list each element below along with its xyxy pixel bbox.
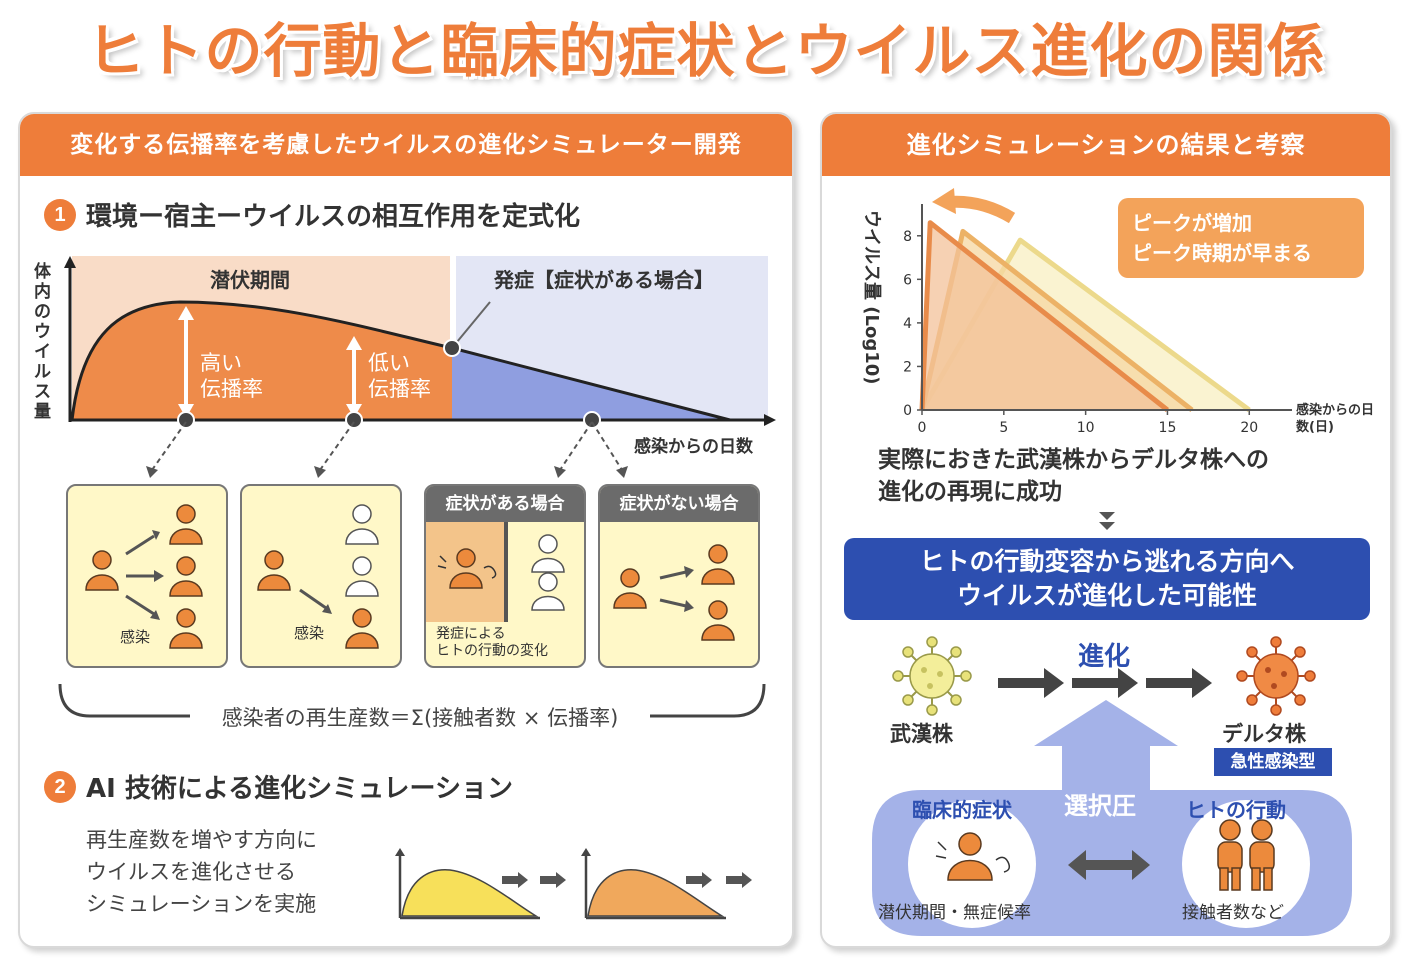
box1-label: 感染 xyxy=(120,628,151,646)
simulation-mini-charts xyxy=(395,848,752,920)
high-rate-label: 高い 伝播率 xyxy=(200,351,263,401)
box4-illustration xyxy=(613,544,735,641)
section-1-number: 1 xyxy=(44,198,76,231)
chart-series-group xyxy=(919,220,1251,413)
selection-label: 選択圧 xyxy=(1064,792,1136,820)
left-panel-header: 変化する伝播率を考慮したウイルスの進化シミュレーター開発 xyxy=(20,114,792,176)
incubation-area xyxy=(72,302,452,420)
onset-point xyxy=(443,339,461,357)
behavior-sublabel: 接触者数など xyxy=(1182,903,1284,923)
simulation-description: 再生産数を増やす方向に ウイルスを進化させる シミュレーションを実施 xyxy=(86,828,317,916)
chart-ylabel: ウイルス量 (Log10) xyxy=(861,210,882,385)
point-low xyxy=(345,411,363,429)
viral-load-curve xyxy=(70,300,731,422)
x-tick-label: 20 xyxy=(1240,420,1258,436)
chart-xlabel: 感染からの日数(日) xyxy=(1296,403,1375,435)
y-tick-label: 4 xyxy=(903,316,912,332)
x-tick-label: 5 xyxy=(999,420,1008,436)
box3-header: 症状がある場合 xyxy=(426,486,584,522)
mini-chart-2-area xyxy=(587,869,725,917)
diagram-ylabel: 体内のウイルス量 xyxy=(34,262,51,422)
formula-bracket xyxy=(58,683,766,718)
right-panel-header: 進化シミュレーションの結果と考察 xyxy=(822,114,1390,176)
chart-callout: ピークが増加 ピーク時期が早まる xyxy=(1118,198,1364,278)
chart-axes xyxy=(921,204,1292,411)
incubation-label: 潜伏期間 xyxy=(210,268,290,292)
x-tick-label: 0 xyxy=(918,420,927,436)
main-title: ヒトの行動と臨床的症状とウイルス進化の関係 xyxy=(86,17,1326,85)
down-arrow-icon xyxy=(1099,512,1115,530)
interaction-arrow-icon xyxy=(1068,850,1150,880)
wuhan-label: 武漢株 xyxy=(890,722,953,746)
scenario-box-high: 感染 xyxy=(66,484,228,668)
left-panel: 変化する伝播率を考慮したウイルスの進化シミュレーター開発 1 環境ー宿主ーウイル… xyxy=(18,112,794,948)
box2-illustration xyxy=(257,504,379,649)
point-onset-day xyxy=(583,411,601,429)
point-high xyxy=(177,411,195,429)
scenario-box-low: 感染 xyxy=(240,484,402,668)
section-2-number: 2 xyxy=(44,770,76,803)
box2-label: 感染 xyxy=(294,624,325,642)
contact-people-icon xyxy=(1217,819,1275,891)
box3-caption: 発症による ヒトの行動の変化 xyxy=(436,626,548,659)
behavior-label: ヒトの行動 xyxy=(1186,798,1286,822)
series-1-line xyxy=(919,220,1170,412)
box4-header: 症状がない場合 xyxy=(600,486,758,522)
delta-tag: 急性感染型 xyxy=(1214,748,1332,776)
chart-ticks: 0 5 10 15 20 0 2 4 6 8 xyxy=(903,229,1258,436)
section-1-text: 環境ー宿主ーウイルスの相互作用を定式化 xyxy=(86,202,581,232)
section-2-title: 2 AI 技術による進化シミュレーション xyxy=(44,768,513,805)
delta-virus-icon xyxy=(1236,636,1316,716)
wuhan-virus-icon xyxy=(892,636,972,716)
symptom-person-icon xyxy=(947,832,993,881)
x-tick-label: 10 xyxy=(1077,420,1095,436)
section-2-text: AI 技術による進化シミュレーション xyxy=(86,774,514,804)
clinical-label: 臨床的症状 xyxy=(912,798,1012,822)
y-axis-arrow xyxy=(64,256,76,268)
y-tick-label: 6 xyxy=(903,272,912,288)
peak-shift-arrow xyxy=(949,195,1016,224)
scenario-box-symptomatic: 症状がある場合 発症による ヒトの行動の変化 xyxy=(424,484,586,668)
y-tick-label: 0 xyxy=(903,403,912,419)
conclusion-banner: ヒトの行動変容から逃れる方向へ ウイルスが進化した可能性 xyxy=(844,538,1370,620)
onset-label: 発症【症状がある場合】 xyxy=(494,268,714,292)
formula-text: 感染者の再生産数＝Σ(接触者数 × 伝播率) xyxy=(221,706,619,730)
onset-pointer xyxy=(451,301,491,349)
diagram-xlabel: 感染からの日数 xyxy=(634,437,753,457)
selection-pressure-graphic xyxy=(872,700,1352,936)
box3-illustration xyxy=(437,534,565,611)
evolution-arrows xyxy=(998,668,1212,698)
scenario-box-asymptomatic: 症状がない場合 xyxy=(598,484,760,668)
section-1-title: 1 環境ー宿主ーウイルスの相互作用を定式化 xyxy=(44,196,580,233)
y-tick-label: 8 xyxy=(903,229,912,245)
viral-load-diagram xyxy=(64,256,776,429)
dashed-connectors xyxy=(146,421,628,478)
viral-load-chart: 0 5 10 15 20 0 2 4 6 8 xyxy=(903,188,1292,436)
x-axis-arrow xyxy=(764,414,776,426)
x-tick-label: 15 xyxy=(1159,420,1177,436)
y-tick-label: 2 xyxy=(903,359,912,375)
low-rate-label: 低い 伝播率 xyxy=(368,351,431,401)
clinical-sublabel: 潜伏期間・無症候率 xyxy=(878,903,1031,923)
behavior-circle xyxy=(1182,800,1310,928)
result-text: 実際におきた武漢株からデルタ株への 進化の再現に成功 xyxy=(878,447,1269,505)
evolution-label: 進化 xyxy=(1078,642,1131,672)
box1-illustration xyxy=(85,504,203,649)
right-panel: 進化シミュレーションの結果と考察 0 5 10 15 20 0 2 4 6 8 ウイルス量 (Lo… xyxy=(820,112,1392,948)
delta-label: デルタ株 xyxy=(1222,722,1306,746)
mini-chart-1-area xyxy=(401,869,539,917)
